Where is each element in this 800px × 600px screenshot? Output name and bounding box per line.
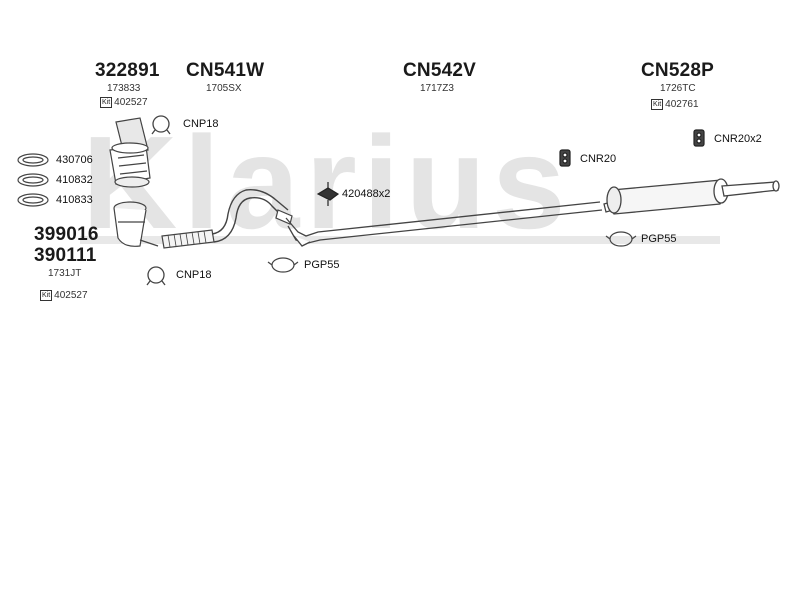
rubber-mount-icon bbox=[316, 182, 340, 206]
sealing-ring-icon bbox=[17, 193, 49, 207]
part-code-cn541w: CN541W bbox=[186, 60, 265, 81]
pipe-clamp-icon bbox=[267, 257, 299, 273]
ref-1717z3: 1717Z3 bbox=[420, 83, 454, 94]
klarius-watermark: Klarius bbox=[82, 109, 572, 256]
front-pipe-catalyst-icon bbox=[113, 201, 159, 247]
rear-silencer-icon bbox=[603, 178, 780, 215]
watermark-underline bbox=[80, 236, 720, 244]
part-code-390111: 390111 bbox=[34, 245, 97, 266]
ref-1705sx: 1705SX bbox=[206, 83, 242, 94]
catalytic-converter-icon bbox=[109, 117, 151, 188]
kit-number: 402527 bbox=[114, 97, 148, 108]
kit-number: 402761 bbox=[665, 99, 699, 110]
label-ring-410833: 410833 bbox=[56, 194, 93, 206]
kit-ref-402527-bottom: Kit 402527 bbox=[40, 290, 88, 301]
part-code-cn528p: CN528P bbox=[641, 60, 715, 81]
label-mount-420488: 420488x2 bbox=[342, 188, 391, 200]
label-cnr20: CNR20 bbox=[580, 153, 617, 165]
kit-icon: Kit bbox=[40, 290, 53, 301]
clamp-icon bbox=[151, 115, 171, 135]
part-code-322891: 322891 bbox=[95, 60, 160, 81]
ref-173833: 173833 bbox=[107, 83, 141, 94]
kit-ref-402527-top: Kit 402527 bbox=[100, 97, 148, 108]
part-code-cn542v: CN542V bbox=[403, 60, 477, 81]
label-cnp18-top: CNP18 bbox=[183, 118, 219, 130]
sealing-ring-icon bbox=[17, 173, 49, 187]
kit-icon: Kit bbox=[651, 99, 664, 110]
ref-1731jt: 1731JT bbox=[48, 268, 82, 279]
label-cnr20x2: CNR20x2 bbox=[714, 133, 762, 145]
rubber-mount-icon bbox=[559, 149, 571, 167]
label-ring-410832: 410832 bbox=[56, 174, 93, 186]
label-pgp55-left: PGP55 bbox=[304, 259, 340, 271]
kit-number: 402527 bbox=[54, 290, 88, 301]
ref-1726tc: 1726TC bbox=[660, 83, 696, 94]
kit-ref-402761: Kit 402761 bbox=[651, 99, 699, 110]
label-cnp18-bottom: CNP18 bbox=[176, 269, 212, 281]
rubber-mount-icon bbox=[693, 129, 705, 147]
clamp-icon bbox=[146, 266, 166, 286]
middle-pipe-icon bbox=[285, 201, 603, 247]
pipe-clamp-icon bbox=[605, 231, 637, 247]
label-ring-430706: 430706 bbox=[56, 154, 93, 166]
label-pgp55-right: PGP55 bbox=[641, 233, 677, 245]
sealing-ring-icon bbox=[17, 153, 49, 167]
part-code-399016: 399016 bbox=[34, 224, 99, 245]
kit-icon: Kit bbox=[100, 97, 113, 108]
